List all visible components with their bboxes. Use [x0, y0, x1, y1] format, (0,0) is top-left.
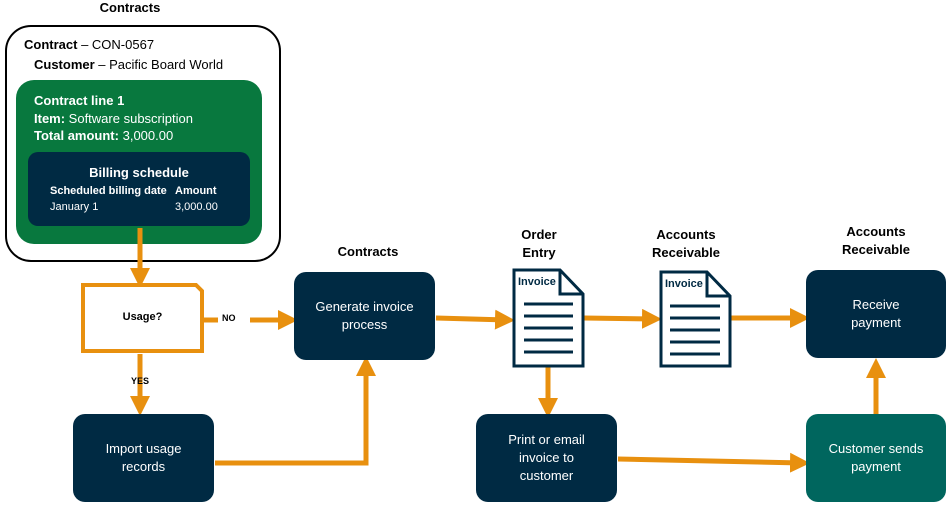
invoice-doc-label-2: Invoice [665, 278, 703, 290]
customer-sends-payment-box: Customer sends payment [806, 414, 946, 502]
contract-id-line: Contract – CON-0567 [24, 37, 154, 52]
arrow-import-to-generate [215, 356, 376, 466]
total-value: 3,000.00 [118, 128, 174, 143]
schedule-col-amount: Amount [175, 185, 217, 197]
customer-value: – Pacific Board World [94, 57, 224, 72]
print-email-box: Print or email invoice to customer [476, 414, 617, 502]
column-label-order-entry: Order Entry [521, 227, 557, 260]
item-line: Item: Software subscription [34, 111, 193, 126]
receive-payment-box: Receive payment [806, 270, 946, 358]
arrow-generate-to-invoice [435, 309, 515, 330]
invoice-doc-label-1: Invoice [518, 276, 556, 288]
decision-shape [81, 283, 204, 353]
import-usage-box: Import usage records [73, 414, 214, 502]
total-label: Total amount: [34, 128, 119, 143]
billing-schedule-card: Billing schedule Scheduled billing date … [28, 152, 250, 226]
decision-no-label: NO [222, 313, 236, 323]
column-label-contracts: Contracts [337, 244, 399, 259]
billing-schedule-title: Billing schedule [89, 165, 189, 180]
arrow-print-to-sends [617, 452, 810, 473]
decision-yes-label: YES [131, 376, 150, 386]
arrow-invoice-to-ar [583, 308, 662, 329]
generate-invoice-box: Generate invoice process [294, 272, 435, 360]
schedule-date: January 1 [50, 201, 99, 213]
column-label-ar-1: Accounts Receivable [652, 227, 720, 260]
column-label-ar-2: Accounts Receivable [842, 224, 910, 257]
invoice-document-icon-2 [659, 270, 732, 368]
contracts-panel-heading: Contracts [99, 0, 161, 15]
invoice-document-icon-1 [512, 268, 585, 368]
customer-line: Customer – Pacific Board World [34, 57, 223, 72]
decision-label: Usage? [122, 311, 163, 323]
contract-value: – CON-0567 [77, 37, 155, 52]
contract-line-title: Contract line 1 [34, 93, 125, 108]
total-line: Total amount: 3,000.00 [34, 128, 173, 143]
schedule-col-date: Scheduled billing date [50, 185, 167, 197]
item-label: Item: [34, 111, 66, 126]
contract-label: Contract [24, 37, 78, 52]
item-value: Software subscription [65, 111, 193, 126]
customer-label: Customer [34, 57, 95, 72]
schedule-amount: 3,000.00 [175, 201, 218, 213]
